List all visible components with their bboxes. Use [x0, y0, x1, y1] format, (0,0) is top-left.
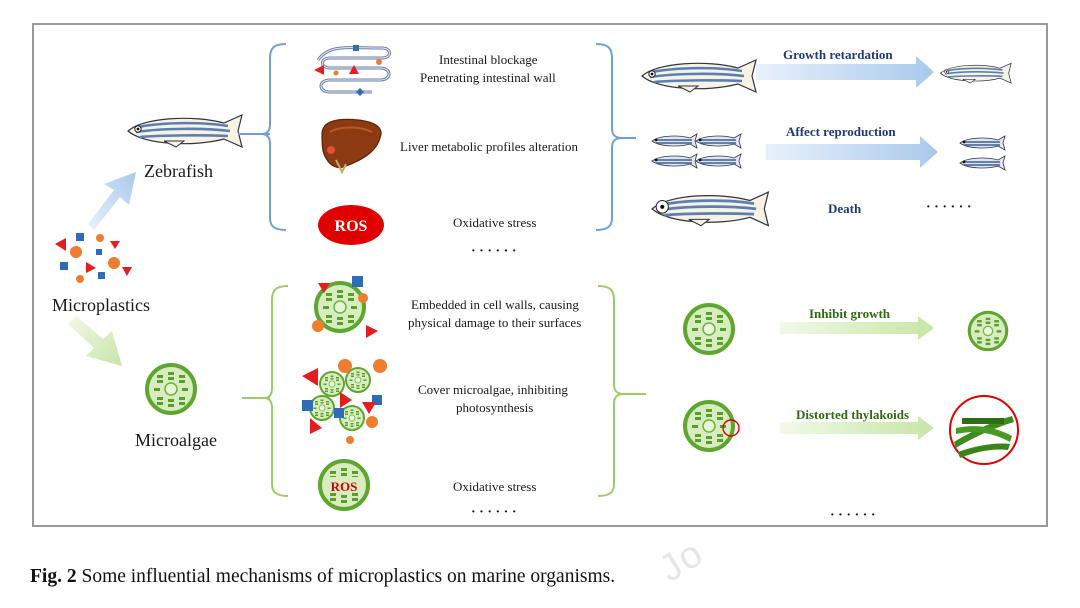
- caption-text: Some influential mechanisms of microplas…: [76, 566, 616, 587]
- microplastics-label: Microplastics: [52, 295, 150, 315]
- zebrafish-mechanism-1-line1: Intestinal blockage: [439, 52, 538, 67]
- growth-fish-icon: [640, 58, 758, 94]
- small-algae-icon: [967, 310, 1009, 352]
- algae-ros-badge: ROS: [331, 479, 358, 494]
- microalgae-mechanism-1-line1: Embedded in cell walls, causing: [411, 297, 579, 312]
- algae-ros-icon: [318, 459, 370, 511]
- caption-label: Fig. 2: [30, 566, 77, 587]
- microalgae-icon: [145, 363, 197, 415]
- thylakoid-icon: [949, 395, 1019, 465]
- zebrafish-icon: [126, 113, 244, 149]
- inhibit-growth-algae-icon: [683, 303, 735, 355]
- fish-school-icon: [651, 133, 742, 169]
- zebrafish-right-brace: [595, 43, 623, 231]
- inhibit-growth-arrow: [780, 316, 934, 340]
- microalgae-mechanisms-ellipsis: · · · · · ·: [471, 505, 517, 520]
- microalgae-mechanism-2-line1: Cover microalgae, inhibiting: [418, 382, 568, 397]
- arrow-to-microalgae: [68, 316, 122, 366]
- zebrafish-left-brace: [261, 43, 287, 231]
- microplastics-particles-icon: [55, 233, 132, 283]
- dead-fish-icon: [650, 190, 770, 228]
- microalgae-mechanism-2-line2: photosynthesis: [456, 400, 533, 415]
- zebrafish-mechanism-1-line2: Penetrating intestinal wall: [420, 70, 556, 85]
- figure-caption: Fig. 2 Some influential mechanisms of mi…: [30, 566, 615, 588]
- figure-frame: [32, 23, 1048, 527]
- microalgae-right-brace: [597, 285, 625, 497]
- intestine-icon: [314, 45, 391, 96]
- algae-covered-icon: [302, 359, 387, 444]
- distorted-thylakoids-arrow: [780, 416, 934, 440]
- zebrafish-effects-ellipsis: · · · · · ·: [926, 200, 972, 215]
- growth-retardation-label: Growth retardation: [783, 47, 893, 62]
- microalgae-mechanism-3: Oxidative stress: [453, 479, 536, 494]
- small-fish-icon: [939, 62, 1012, 84]
- death-label: Death: [828, 201, 862, 216]
- ros-badge-label: ROS: [335, 218, 368, 235]
- zebrafish-mechanisms-ellipsis: · · · · · ·: [471, 244, 517, 259]
- affect-reproduction-label: Affect reproduction: [786, 124, 896, 139]
- algae-embedded-icon: [312, 276, 378, 338]
- microalgae-left-brace: [263, 285, 289, 497]
- zebrafish-mechanism-2: Liver metabolic profiles alteration: [400, 139, 578, 154]
- thylakoid-algae-icon: [683, 400, 740, 452]
- ros-icon: [318, 205, 384, 245]
- microalgae-effects-ellipsis: · · · · · ·: [830, 508, 876, 523]
- affect-reproduction-arrow: [766, 136, 938, 168]
- microalgae-label: Microalgae: [135, 430, 217, 450]
- inhibit-growth-label: Inhibit growth: [809, 306, 891, 321]
- arrow-to-zebrafish: [88, 172, 136, 230]
- zebrafish-mechanism-3: Oxidative stress: [453, 215, 536, 230]
- zebrafish-label: Zebrafish: [144, 161, 213, 181]
- microalgae-mechanism-1-line2: physical damage to their surfaces: [408, 315, 581, 330]
- distorted-thylakoids-label: Distorted thylakoids: [796, 407, 909, 422]
- liver-icon: [321, 118, 382, 175]
- growth-retardation-arrow: [756, 56, 934, 88]
- fewer-fish-icon: [959, 135, 1006, 171]
